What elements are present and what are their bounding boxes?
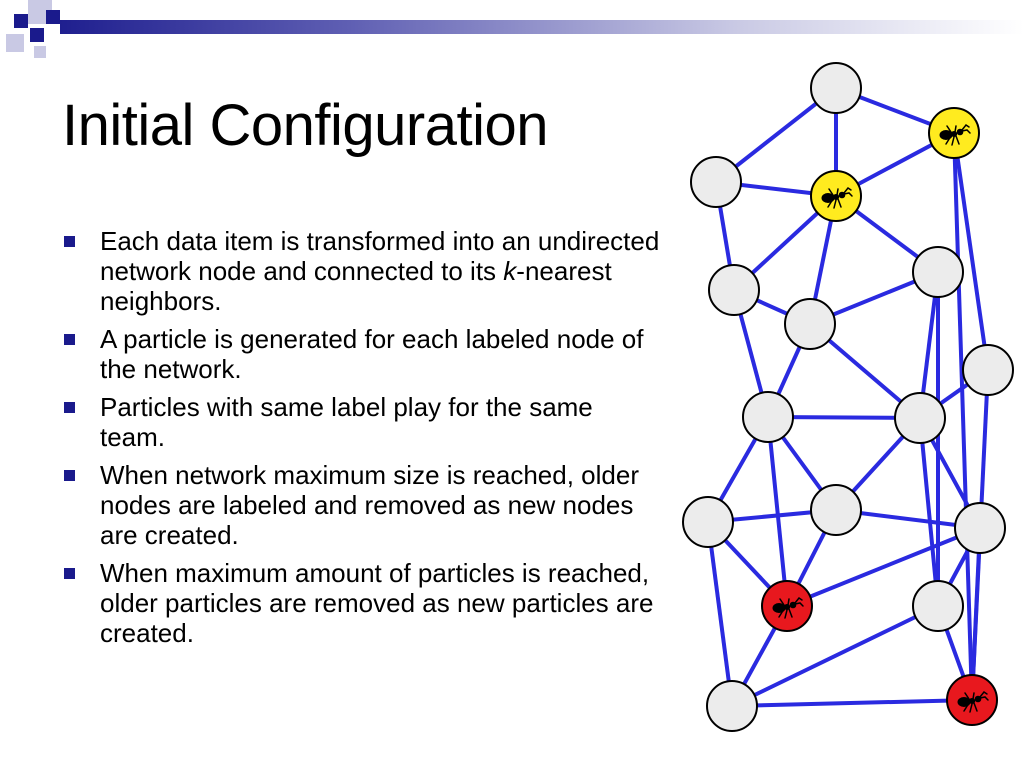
deco-square [6,34,24,52]
square-bullet-icon [64,470,75,481]
network-edge [731,604,939,708]
bullet-item: Each data item is transformed into an un… [62,226,662,316]
network-node [810,484,862,536]
labeled-node-yellow [810,170,862,222]
deco-square [34,46,46,58]
node-circle [708,264,760,316]
network-node [708,264,760,316]
bullet-text: When network maximum size is reached, ol… [100,460,639,550]
deco-square [46,10,60,24]
square-bullet-icon [64,402,75,413]
network-edge [731,698,973,708]
network-node [682,496,734,548]
network-edge [786,526,981,608]
node-circle [810,484,862,536]
network-node [962,344,1014,396]
network-node [690,156,742,208]
node-circle [962,344,1014,396]
node-circle [912,246,964,298]
labeled-node-red [761,580,813,632]
node-circle [682,496,734,548]
node-circle [810,62,862,114]
network-node [912,580,964,632]
node-circle [954,502,1006,554]
network-node [954,502,1006,554]
bullet-list: Each data item is transformed into an un… [62,226,662,656]
labeled-node-red [946,674,998,726]
network-diagram [682,62,1014,732]
slide-title: Initial Configuration [62,93,549,158]
network-node [810,62,862,114]
bullet-text: -nearest neighbors. [100,256,612,316]
network-node [706,680,758,732]
network-node [742,391,794,443]
node-circle [742,391,794,443]
deco-square [14,14,28,28]
bullet-item: Particles with same label play for the s… [62,392,662,452]
network-edge [952,132,974,701]
node-circle [690,156,742,208]
network-node [912,246,964,298]
network-edge [970,527,982,701]
node-circle [784,298,836,350]
network-edge [952,132,990,371]
bullet-text: When maximum amount of particles is reac… [100,558,654,648]
square-bullet-icon [64,568,75,579]
square-bullet-icon [64,334,75,345]
deco-square [30,28,44,42]
network-node [894,392,946,444]
network-edge [918,417,940,607]
node-circle [706,680,758,732]
square-bullet-icon [64,236,75,247]
bullet-item: When maximum amount of particles is reac… [62,558,662,648]
node-circle [912,580,964,632]
labeled-node-yellow [928,107,980,159]
bullet-text: A particle is generated for each labeled… [100,324,644,384]
bullet-item: When network maximum size is reached, ol… [62,460,662,550]
bullet-item: A particle is generated for each labeled… [62,324,662,384]
bullet-text: Each data item is transformed into an un… [100,226,660,286]
node-circle [894,392,946,444]
network-edge [706,521,734,707]
header-gradient-bar [60,20,1024,34]
bullet-text: Particles with same label play for the s… [100,392,593,452]
network-nodes [682,62,1014,732]
bullet-italic-text: k [503,256,517,286]
network-edge [766,416,789,607]
network-node [784,298,836,350]
